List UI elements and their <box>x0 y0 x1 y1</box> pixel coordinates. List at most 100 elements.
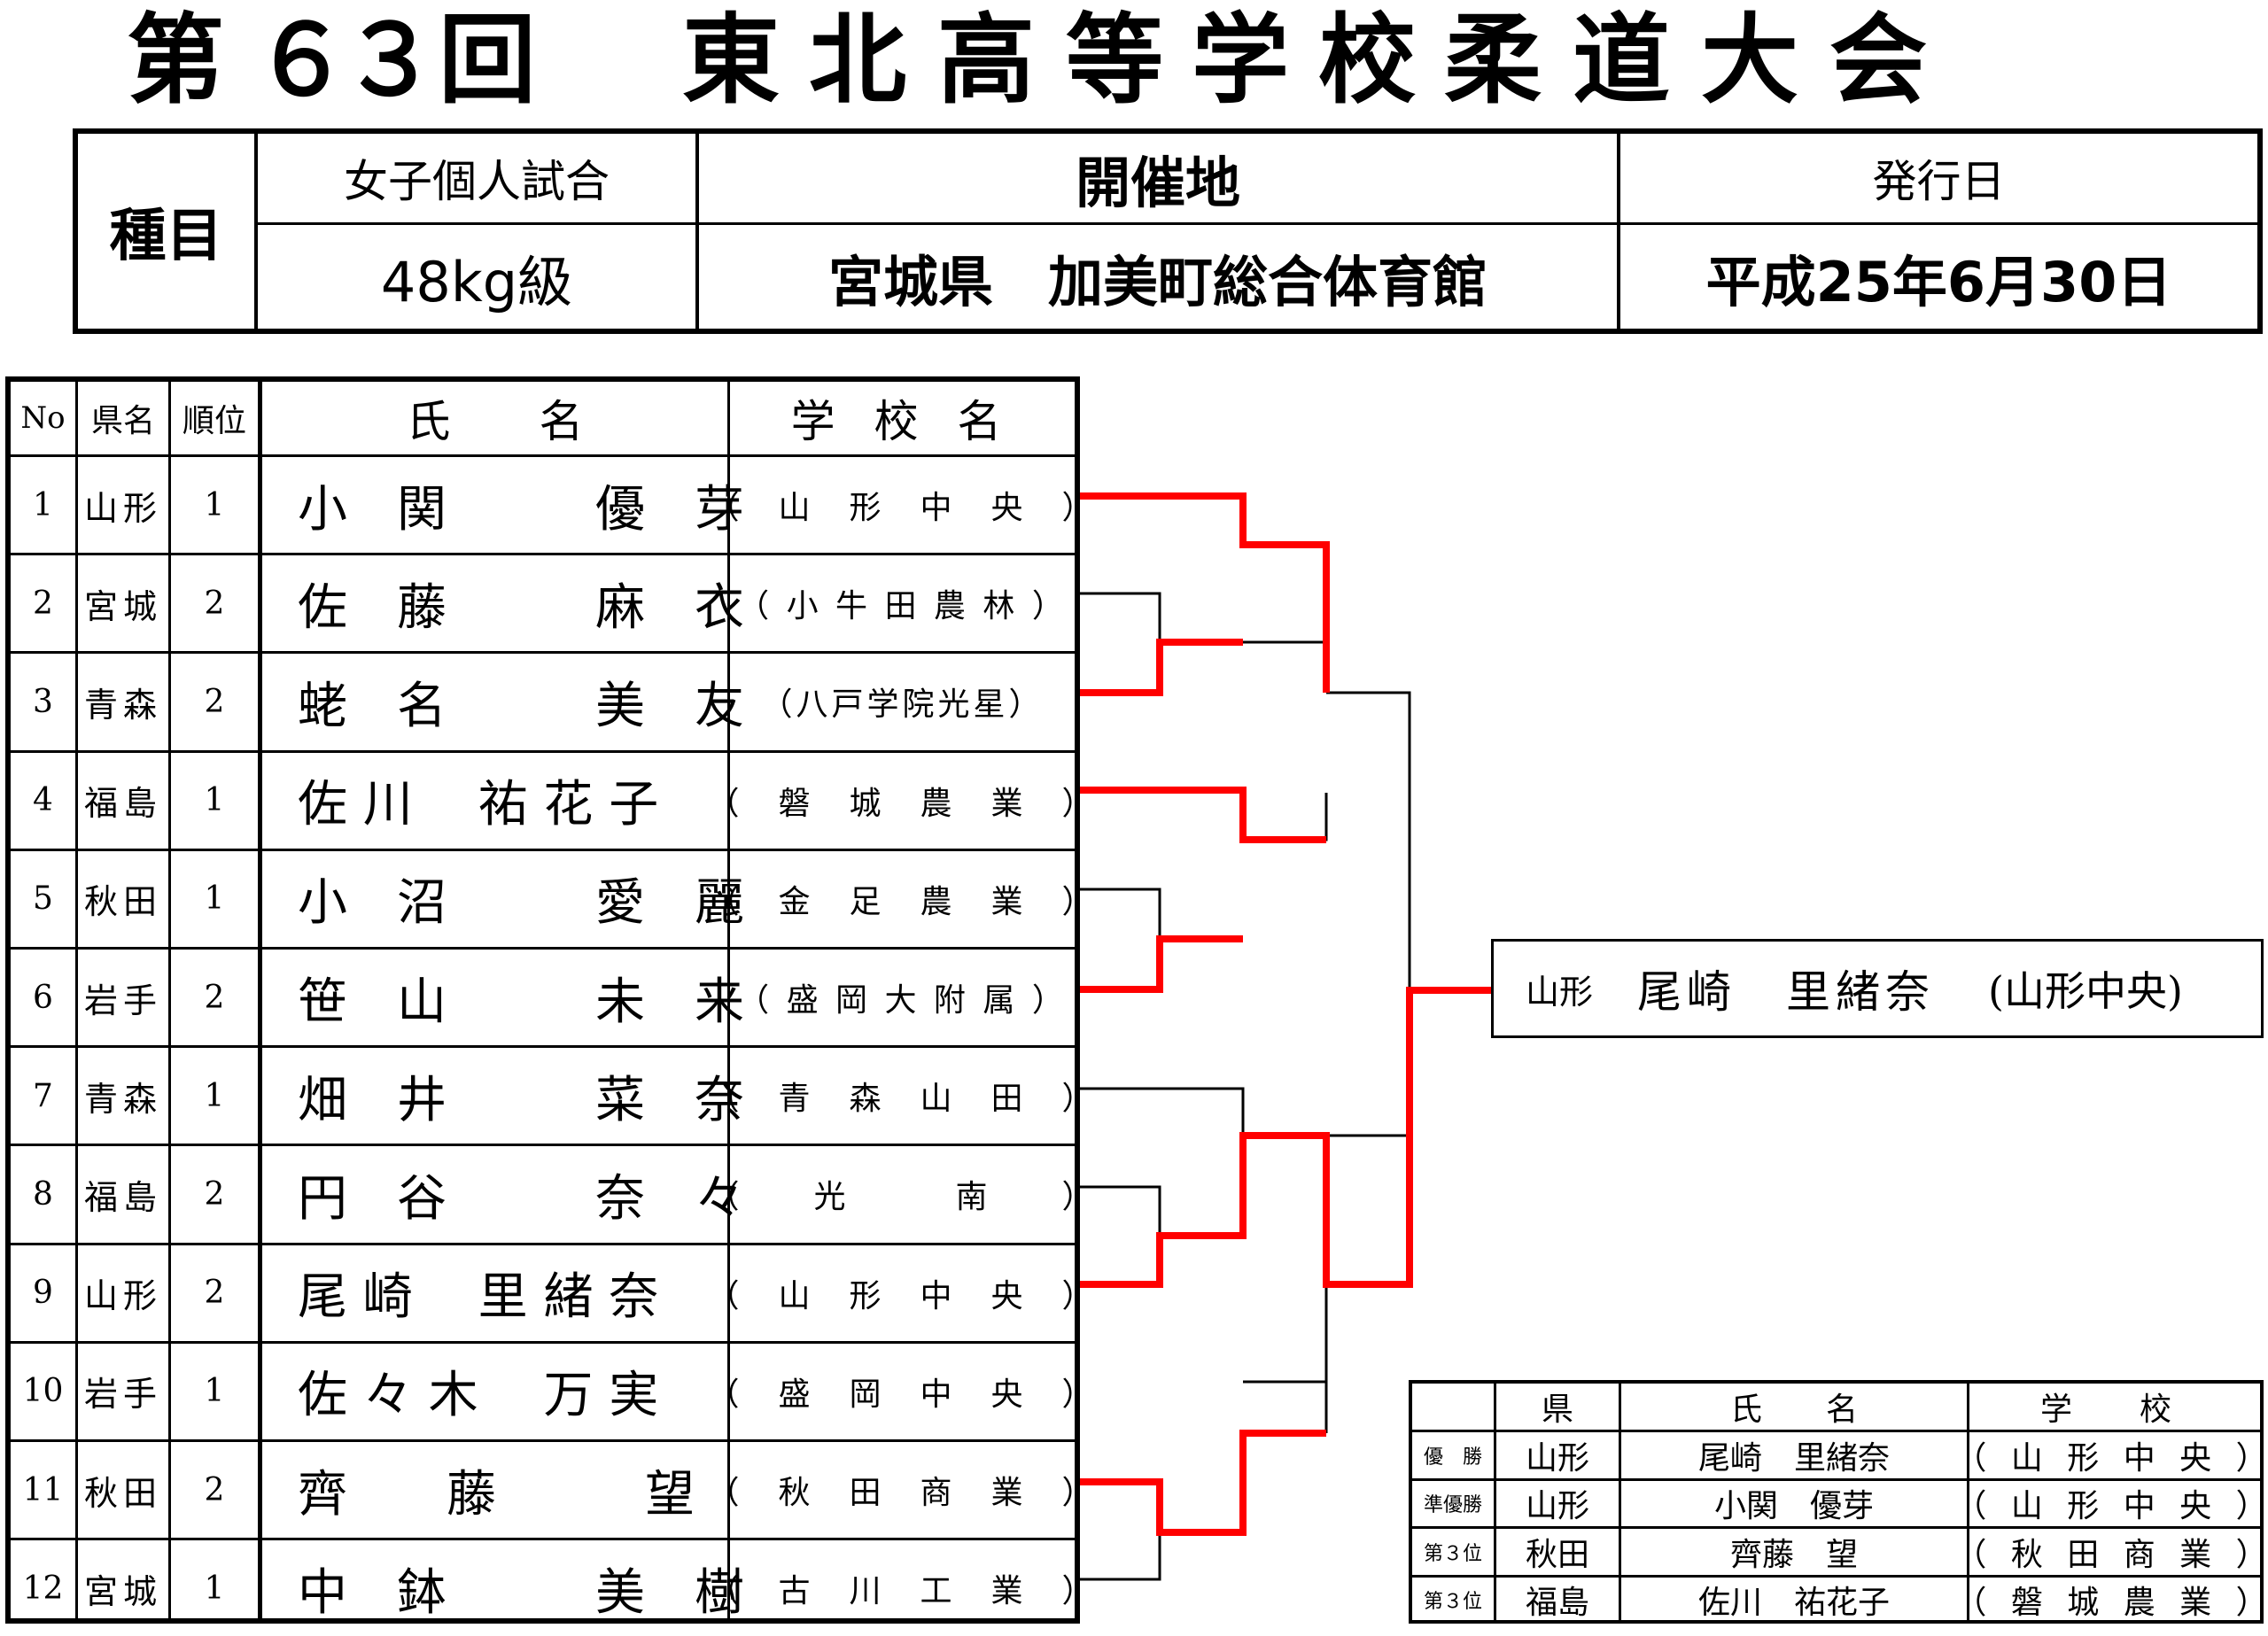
entry-school: （ 秋 田 商 業 ） <box>707 1475 1098 1512</box>
entry-prefecture: 秋田 <box>83 882 162 922</box>
entry-rank: 2 <box>204 683 225 720</box>
title-char: 道 <box>1573 3 1670 117</box>
results-row: 優 勝山形尾崎 里緒奈（ 山 形 中 央 ） <box>1412 1430 2268 1478</box>
result-name: 佐川 祐花子 <box>1697 1585 1890 1622</box>
entry-rank: 1 <box>204 1373 225 1410</box>
entry-rank: 1 <box>204 486 225 523</box>
entry-number: 12 <box>22 1570 64 1607</box>
entry-number: 4 <box>33 782 53 819</box>
bracket-line <box>1080 1532 1161 1581</box>
entry-prefecture: 山形 <box>83 1276 162 1316</box>
result-school: （ 磐 城 農 業 ） <box>1954 1585 2268 1622</box>
result-school: （ 秋 田 商 業 ） <box>1954 1536 2268 1573</box>
winner-path <box>1080 492 1330 693</box>
champion-name: 尾崎 里緒奈 <box>1637 966 1936 1018</box>
entry-school: （ 盛 岡 大 附 属 ） <box>737 982 1068 1020</box>
winner-path <box>1080 639 1243 696</box>
entry-school: （ 山 形 中 央 ） <box>707 1277 1098 1314</box>
entry-name: 佐 々 木 万 実 <box>298 1367 659 1425</box>
entry-name: 畑 井 菜 奈 <box>298 1071 744 1129</box>
title-char: 等 <box>1066 3 1163 117</box>
header-no: No <box>20 400 66 436</box>
result-name: 小関 優芽 <box>1713 1488 1874 1525</box>
entry-school: （ 古 川 工 業 ） <box>707 1573 1098 1610</box>
entry-name: 笹 山 未 来 <box>298 973 744 1031</box>
entry-name: 佐 藤 麻 衣 <box>298 578 744 637</box>
issue-date: 平成25年6月30日 <box>1705 249 2172 314</box>
entry-rank: 2 <box>204 1471 225 1508</box>
results-header-name: 氏 名 <box>1729 1392 1858 1428</box>
title-char: ３ <box>341 3 439 117</box>
entry-name: 小 関 優 芽 <box>298 480 744 539</box>
page-title: 第 ６ ３ 回 東 北 高 等 学 校 柔 道 大 会 <box>0 0 2268 124</box>
header-pref: 県名 <box>90 403 155 439</box>
result-place: 第３位 <box>1423 1591 1482 1614</box>
title-char: 第 <box>127 3 224 117</box>
winner-path <box>1080 987 1491 1288</box>
header-name: 氏 名 <box>406 396 584 447</box>
result-school: （ 山 形 中 央 ） <box>1954 1439 2268 1477</box>
result-place: 準優勝 <box>1423 1494 1482 1517</box>
bracket-line <box>1243 1284 1328 1384</box>
entry-number: 10 <box>22 1373 64 1410</box>
entry-number: 7 <box>33 1077 53 1114</box>
entry-school: （ 盛 岡 中 央 ） <box>707 1376 1098 1413</box>
header-school: 学 校 名 <box>790 396 1014 447</box>
entry-number: 9 <box>33 1275 53 1312</box>
result-pref: 山形 <box>1525 1488 1589 1525</box>
entry-school: （ 山 形 中 央 ） <box>707 490 1098 527</box>
result-pref: 福島 <box>1525 1585 1589 1622</box>
event-info-table: 種目 女子個人試合 48kg級 開催地 宮城県 加美町総合体育館 発行日 平成2… <box>73 128 2263 334</box>
result-name: 齊藤 望 <box>1729 1536 1858 1573</box>
title-char: 大 <box>1701 3 1798 117</box>
entry-rank: 1 <box>204 880 225 918</box>
bracket-line <box>1080 592 1161 642</box>
entry-school: （八戸学院光星） <box>760 686 1045 724</box>
bracket-line <box>1243 793 1328 841</box>
champion-box: 山形 尾崎 里緒奈 (山形中央) <box>1491 939 2264 1038</box>
entry-prefecture: 福島 <box>83 1177 162 1217</box>
results-row: 第３位 福島 佐川 祐花子 （ 磐 城 農 業 ） <box>1412 1574 2268 1624</box>
results-header-pref: 県 <box>1541 1392 1573 1428</box>
entry-number: 6 <box>33 979 53 1016</box>
entry-prefecture: 山形 <box>83 488 162 528</box>
header-rank: 順位 <box>182 403 246 439</box>
results-table: 県 氏 名 学 校 優 勝山形尾崎 里緒奈（ 山 形 中 央 ） 準優勝 山形 小関 … <box>1409 1380 2268 1624</box>
entry-prefecture: 宮城 <box>83 1571 162 1611</box>
champion-pref: 山形 <box>1526 972 1594 1012</box>
entry-school: （ 磐 城 農 業 ） <box>707 785 1098 822</box>
title-char: ６ <box>252 3 350 117</box>
entry-rank: 2 <box>204 585 225 622</box>
title-char: 回 <box>439 3 536 117</box>
entry-prefecture: 岩手 <box>83 1375 162 1415</box>
bracket-line <box>1243 640 1328 693</box>
title-char: 高 <box>937 3 1035 117</box>
entry-prefecture: 福島 <box>83 784 162 824</box>
entry-name: 佐 川 祐 花 子 <box>298 776 659 834</box>
result-place: 優 勝 <box>1423 1446 1482 1469</box>
entry-name: 齊 藤 望 <box>298 1465 695 1524</box>
weight-class: 48kg級 <box>380 249 573 314</box>
title-char: 会 <box>1829 3 1927 117</box>
result-school: （ 山 形 中 央 ） <box>1954 1488 2268 1525</box>
entry-prefecture: 宮城 <box>83 586 162 626</box>
results-header-school: 学 校 <box>2039 1392 2189 1428</box>
bracket-row: 10 岩手 1 佐 々 木 万 実 （ 盛 岡 中 央 ） <box>11 1340 1098 1439</box>
entry-number: 5 <box>33 880 53 918</box>
entry-school: （ 金 足 農 業 ） <box>707 883 1098 920</box>
title-char: 北 <box>809 3 906 117</box>
entry-prefecture: 青森 <box>83 685 162 725</box>
bracket-line <box>1080 1185 1161 1236</box>
title-char: 東 <box>682 3 780 117</box>
